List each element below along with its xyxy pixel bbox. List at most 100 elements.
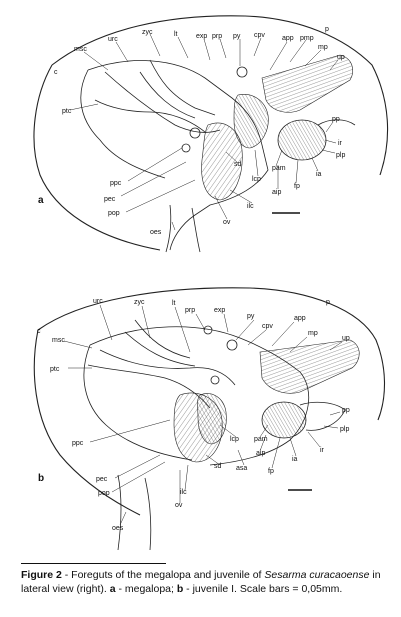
label-a-aip: aip xyxy=(272,189,281,196)
panel-b-urc-ridge xyxy=(99,349,236,386)
panel-b-cuticle-outline xyxy=(33,287,386,516)
label-a-c: c xyxy=(54,69,58,76)
label-b-mp: mp xyxy=(308,330,318,337)
caption-a-letter: a xyxy=(109,583,116,595)
label-b-ptc: ptc xyxy=(50,366,60,373)
label-a-pp: pp xyxy=(332,116,340,123)
label-b-ir: ir xyxy=(320,447,325,454)
label-a-ilc: ilc xyxy=(247,203,254,210)
label-a-plp: plp xyxy=(336,152,345,159)
panel-b-zyc-ossicle xyxy=(124,319,196,367)
panel-b-letter: b xyxy=(38,473,44,484)
panel-a-ossicle-3 xyxy=(236,66,248,78)
label-a-ptc: ptc xyxy=(62,108,72,115)
panel-a-plp-tail xyxy=(317,119,356,126)
label-b-lt: lt xyxy=(172,300,176,307)
label-a-sd: sd xyxy=(234,161,242,168)
label-a-lt: lt xyxy=(174,31,178,38)
panel-b-leader-lines xyxy=(63,304,343,526)
panel-a-filter-press xyxy=(277,119,327,161)
figure-caption: Figure 2 - Foreguts of the megalopa and … xyxy=(21,568,391,596)
label-b-plp: plp xyxy=(340,426,349,433)
caption-text-2: in lateral view (right). xyxy=(21,569,381,595)
panel-a-foregut-body xyxy=(80,60,269,251)
label-a-prp: prp xyxy=(212,33,222,40)
label-b-ov: ov xyxy=(175,502,183,509)
panel-a-esophagus xyxy=(165,204,201,253)
label-b-fp: fp xyxy=(268,468,274,475)
caption-text-1: - Foreguts of the megalopa and juvenile … xyxy=(61,569,265,581)
label-b-app: app xyxy=(294,315,306,322)
caption-text-3: - megalopa; xyxy=(115,583,177,595)
label-a-msc: msc xyxy=(74,46,87,53)
label-b-up: up xyxy=(342,335,350,342)
panel-a-letter: a xyxy=(38,195,44,206)
panel-b-filter-press xyxy=(261,401,307,439)
label-b-pop: pop xyxy=(98,490,110,497)
panel-b: b c msc urc zyc lt prp exp py p cpv app … xyxy=(33,287,386,551)
label-a-app: app xyxy=(282,35,294,42)
caption-rule xyxy=(21,563,166,564)
panel-b-esophagus xyxy=(117,474,152,551)
label-b-ppc: ppc xyxy=(72,440,84,447)
panel-a: a c msc urc zyc lt exp prp py cpv app p m… xyxy=(33,15,389,253)
label-a-py: py xyxy=(233,33,241,40)
panel-a-leader-lines xyxy=(69,33,339,231)
label-b-urc: urc xyxy=(93,298,103,305)
label-a-p: p xyxy=(325,26,329,33)
label-a-zyc: zyc xyxy=(142,29,153,36)
panel-a-zyc-ossicle xyxy=(139,59,216,119)
panel-b-muscle-lcp xyxy=(197,393,227,445)
label-b-msc: msc xyxy=(52,337,65,344)
panel-a-cuticle-outline xyxy=(33,15,389,251)
panel-a-ossicle-2 xyxy=(181,143,191,153)
panel-a-urc-ridge xyxy=(104,71,221,133)
panel-b-ossicle-1 xyxy=(203,325,213,335)
label-a-urc: urc xyxy=(108,36,118,43)
label-a-lcp: lcp xyxy=(252,176,261,183)
label-b-cpv: cpv xyxy=(262,323,273,330)
panel-a-ptc-ossicle xyxy=(94,99,206,133)
panel-b-muscle-mp xyxy=(259,339,360,394)
panel-a-muscle-pmp xyxy=(261,54,353,113)
label-a-pop: pop xyxy=(108,210,120,217)
label-b-ia: ia xyxy=(292,456,298,463)
label-a-ia: ia xyxy=(316,171,322,178)
label-b-ilc: ilc xyxy=(180,489,187,496)
label-a-cpv: cpv xyxy=(254,32,265,39)
label-b-c: c xyxy=(37,328,41,335)
caption-text-4: - juvenile I. Scale bars = 0,05mm. xyxy=(183,583,343,595)
label-a-pec: pec xyxy=(104,196,116,203)
label-b-py: py xyxy=(247,313,255,320)
label-b-exp: exp xyxy=(214,307,225,314)
label-b-asa: asa xyxy=(236,465,247,472)
label-b-pec: pec xyxy=(96,476,108,483)
label-b-prp: prp xyxy=(185,307,195,314)
label-b-pam: pam xyxy=(254,436,268,443)
caption-b-letter: b xyxy=(176,583,184,595)
panel-b-ossicle-2 xyxy=(226,339,238,351)
panel-a-ossicle-1 xyxy=(189,127,201,139)
label-a-mp: mp xyxy=(318,44,328,51)
label-a-pam: pam xyxy=(272,165,286,172)
label-b-aip: aip xyxy=(256,450,265,457)
label-b-sd: sd xyxy=(214,463,222,470)
label-a-ir: ir xyxy=(338,140,343,147)
label-a-ppc: ppc xyxy=(110,180,122,187)
panel-a-muscle-lcp xyxy=(233,94,269,149)
caption-species: Sesarma curacaoense xyxy=(264,569,370,581)
caption-label: Figure 2 xyxy=(21,569,62,581)
label-b-lcp: lcp xyxy=(230,436,239,443)
label-a-up: up xyxy=(337,54,345,61)
label-b-pp: pp xyxy=(342,407,350,414)
figure-drawing: a c msc urc zyc lt exp prp py cpv app p m… xyxy=(33,15,389,551)
panel-b-ossicle-3 xyxy=(210,375,220,385)
label-b-oes: oes xyxy=(112,525,124,532)
label-b-p: p xyxy=(326,299,330,306)
label-a-exp: exp xyxy=(196,33,207,40)
label-a-ov: ov xyxy=(223,219,231,226)
label-a-fp: fp xyxy=(294,183,300,190)
label-b-zyc: zyc xyxy=(134,299,145,306)
label-a-oes: oes xyxy=(150,229,162,236)
panel-b-pp-lobe xyxy=(299,401,346,431)
